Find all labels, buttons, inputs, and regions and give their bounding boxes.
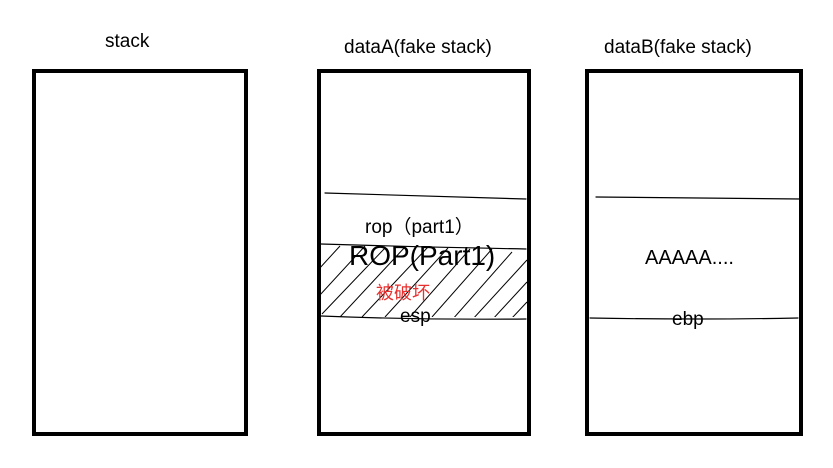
damaged-label: 被破坏: [376, 283, 430, 303]
dataA-divider-esp: [320, 315, 527, 320]
filler-aaaa-label: AAAAA....: [645, 247, 734, 269]
damaged-hatch: [321, 245, 527, 317]
dataA-divider-mid: [320, 243, 527, 250]
dataB-divider-ebp: [589, 317, 799, 320]
rop-part1-small-label: rop（part1）: [365, 217, 474, 238]
dataA-title: dataA(fake stack): [344, 37, 492, 58]
dataA-box: [317, 69, 531, 436]
rop-part1-big-label: ROP(Part1): [349, 240, 496, 271]
dataB-box: [585, 69, 803, 436]
dataA-divider-top: [324, 192, 527, 200]
esp-label: esp: [400, 306, 431, 327]
stack-box: [32, 69, 248, 436]
dataB-title: dataB(fake stack): [604, 37, 752, 58]
stack-title: stack: [105, 31, 150, 52]
dataB-divider-top: [595, 196, 802, 200]
ebp-label: ebp: [672, 309, 704, 330]
